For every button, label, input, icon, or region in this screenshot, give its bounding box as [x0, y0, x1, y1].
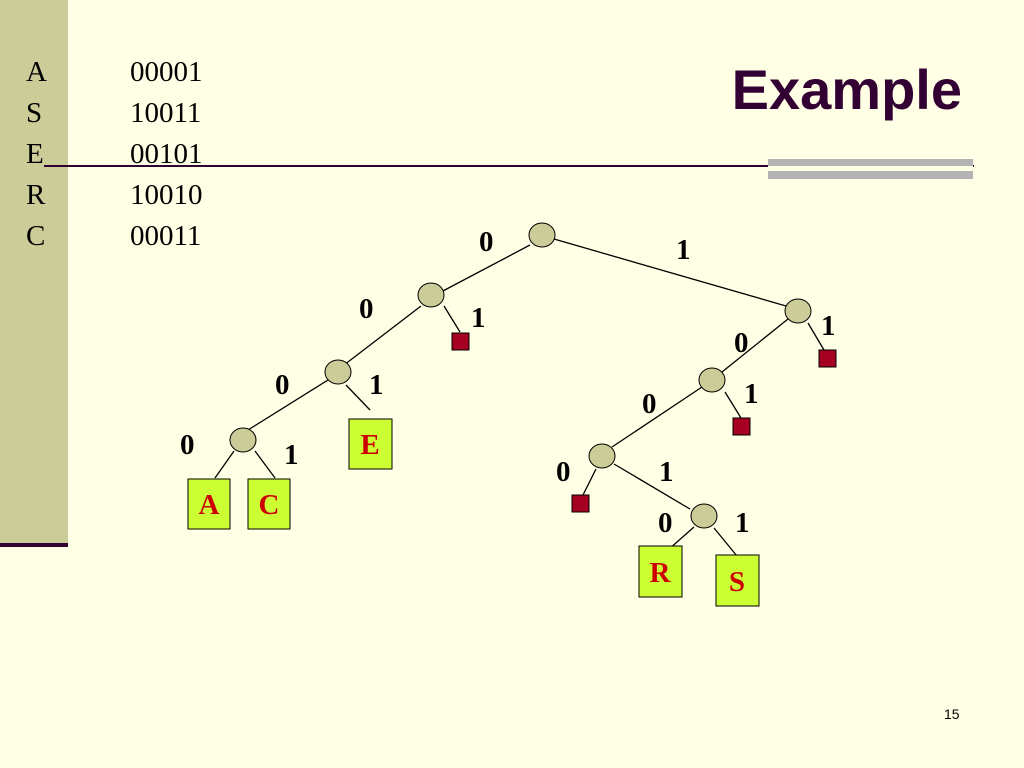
edge [254, 450, 276, 479]
leaf-label: C [259, 489, 280, 521]
edge [613, 463, 691, 510]
edge [553, 238, 787, 307]
slide-title: Example [731, 58, 962, 121]
edge [214, 450, 235, 479]
null-leaf [571, 494, 590, 513]
edge [582, 468, 597, 496]
edge-label-0: 0 [479, 226, 494, 258]
edge-label-1: 1 [744, 378, 759, 410]
null-leaf [732, 417, 751, 436]
leaf-box [247, 478, 291, 530]
internal-node [588, 443, 616, 469]
tree-edges [214, 238, 825, 557]
edge [345, 384, 371, 411]
edge [440, 244, 531, 293]
edge [611, 386, 703, 448]
null-leaf [451, 332, 470, 351]
code-value: 10010 [130, 179, 203, 211]
edge-label-0: 0 [658, 507, 673, 539]
edge-label-0: 0 [734, 327, 749, 359]
edge [724, 391, 742, 419]
edge-label-1: 1 [471, 302, 486, 334]
internal-nodes [229, 222, 812, 529]
internal-node [417, 282, 445, 308]
edge-label-0: 0 [642, 388, 657, 420]
edge [721, 318, 789, 373]
null-leaf [818, 349, 837, 368]
leaf-box [187, 478, 231, 530]
leaf-E: E [348, 418, 393, 470]
edge-label-1: 1 [659, 456, 674, 488]
code-row: S 10011 [26, 93, 203, 134]
code-value: 00101 [130, 138, 203, 170]
code-row: C 00011 [26, 216, 203, 257]
side-band-rule [0, 543, 68, 547]
leaf-label: A [199, 489, 220, 521]
page-number: 15 [944, 706, 960, 722]
code-value: 00011 [130, 220, 202, 252]
code-row: A 00001 [26, 52, 203, 93]
leaf-S: S [715, 554, 760, 607]
leaf-C: C [247, 478, 291, 530]
leaf-box [638, 545, 683, 598]
edge [247, 379, 329, 431]
code-table: A 00001 S 10011 E 00101 R 10010 C 00011 [26, 52, 203, 257]
edge-label-1: 1 [735, 507, 750, 539]
code-value: 10011 [130, 97, 202, 129]
code-row: R 10010 [26, 175, 203, 216]
edge-labels: 0 1 0 1 0 1 0 1 1 0 0 1 0 1 0 1 [180, 226, 836, 539]
leaf-label: E [360, 429, 379, 461]
internal-node [229, 427, 257, 453]
side-band [0, 0, 68, 546]
internal-node [690, 503, 718, 529]
edge [807, 322, 825, 351]
edge [343, 305, 422, 366]
code-value: 00001 [130, 56, 203, 88]
code-letter: A [26, 56, 47, 88]
leaf-box [715, 554, 760, 607]
edge-label-1: 1 [821, 310, 836, 342]
leaf-box [348, 418, 393, 470]
internal-node [528, 222, 556, 248]
title-accent-bar [768, 159, 973, 179]
edge-label-1: 1 [369, 369, 384, 401]
internal-node [698, 367, 726, 393]
title-rule [44, 165, 974, 167]
edge [443, 305, 461, 333]
leaf-A: A [187, 478, 231, 530]
code-letter: R [26, 179, 46, 211]
internal-node [784, 298, 812, 324]
edge-label-0: 0 [556, 456, 571, 488]
leaf-label: S [729, 566, 745, 598]
edge-label-0: 0 [359, 293, 374, 325]
code-letter: S [26, 97, 43, 129]
code-letter: C [26, 220, 46, 252]
edge-label-1: 1 [284, 439, 299, 471]
edge-label-1: 1 [676, 234, 691, 266]
edge-label-0: 0 [180, 429, 195, 461]
internal-node [324, 359, 352, 385]
edge-label-0: 0 [275, 369, 290, 401]
leaf-R: R [638, 545, 683, 598]
leaf-label: R [650, 557, 672, 589]
code-letter: E [26, 138, 44, 170]
code-row: E 00101 [26, 134, 203, 175]
edge [713, 527, 738, 557]
null-leaves [451, 332, 837, 513]
